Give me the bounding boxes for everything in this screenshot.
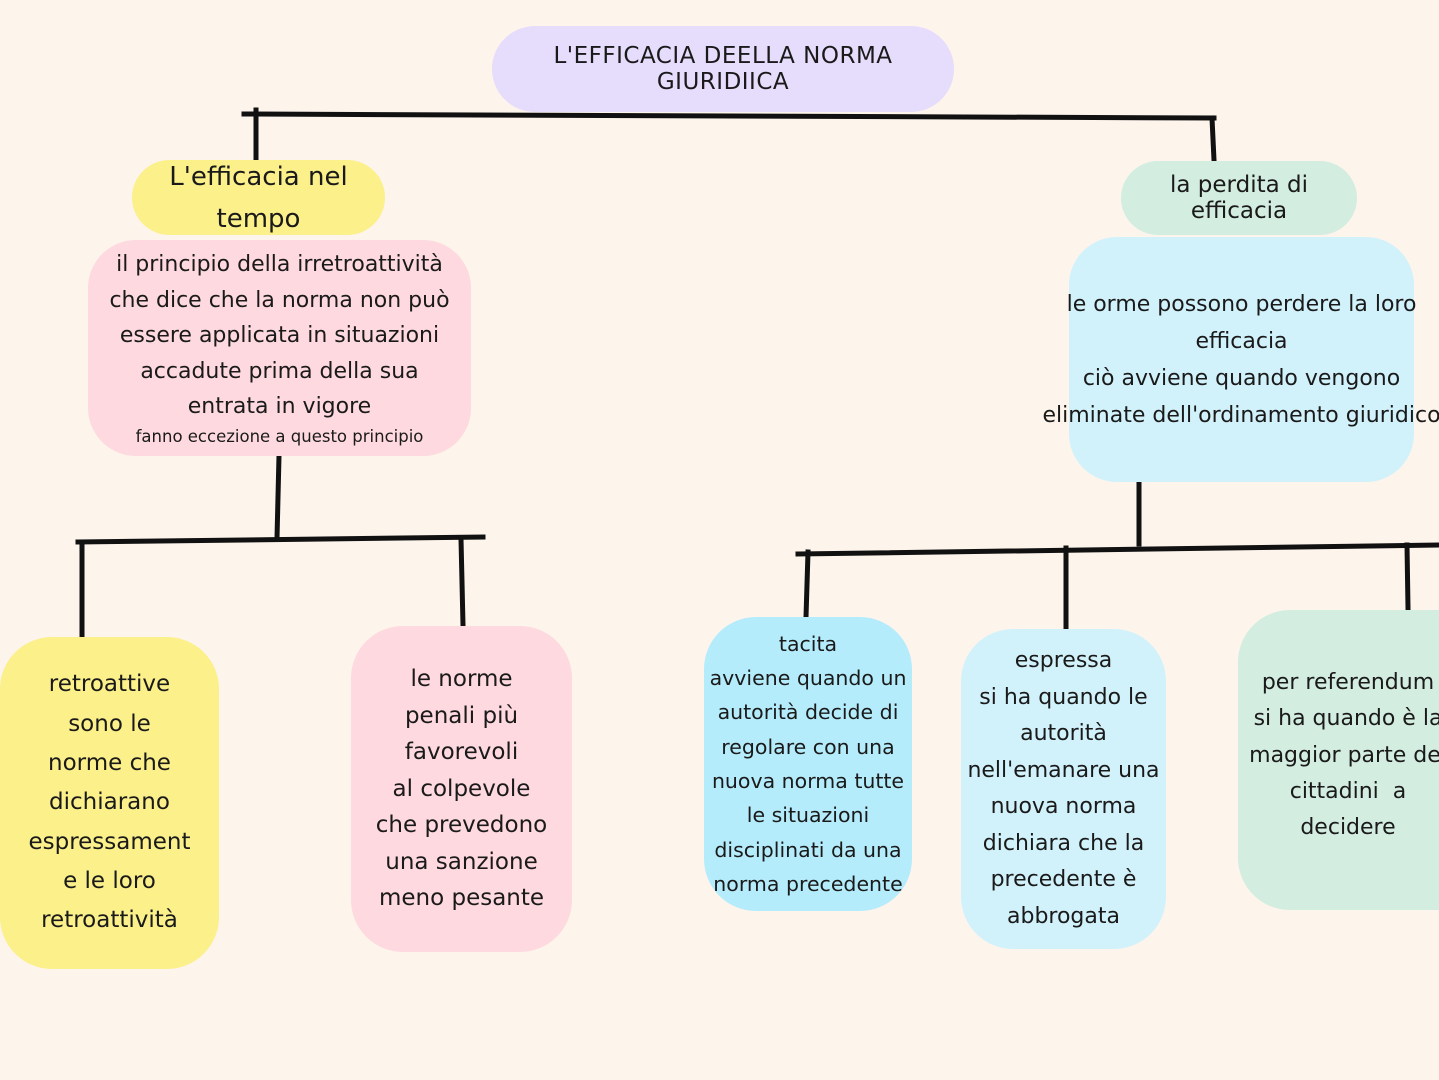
node-tacita-text: tacita avviene quando un autorità decide… [709, 631, 907, 896]
connector-to-referendum [1404, 542, 1411, 611]
node-perdita-descrizione: le orme possono perdere la loro efficaci… [1042, 237, 1439, 482]
node-tacita: tacita avviene quando un autorità decide… [704, 617, 912, 911]
node-perdita-descrizione-text: le orme possono perdere la loro efficaci… [1042, 291, 1439, 428]
connector-left-bar [75, 534, 486, 545]
node-retroattive: retroattive sono le norme che dichiarano… [0, 637, 219, 969]
node-irretroattivita: il principio della irretroattività che d… [88, 240, 471, 456]
node-norme-penali: le norme penali più favorevoli al colpev… [351, 626, 572, 952]
node-norme-penali-text: le norme penali più favorevoli al colpev… [375, 665, 548, 912]
node-retroattive-text: retroattive sono le norme che dichiarano… [28, 671, 191, 934]
connector-irretro-down [274, 453, 282, 541]
node-efficacia-nel-tempo: L'efficacia nel tempo [132, 160, 385, 235]
node-espressa: espressa si ha quando le autorità nell'e… [961, 629, 1166, 949]
connector-right-bar [795, 542, 1439, 557]
connector-top-bar [241, 111, 1217, 121]
node-perdita-di-efficacia-text: la perdita di efficacia [1170, 172, 1308, 224]
node-irretroattivita-text: il principio della irretroattività che d… [109, 252, 450, 420]
node-espressa-text: espressa si ha quando le autorità nell'e… [967, 648, 1160, 929]
connector-to-penali [458, 536, 466, 628]
connector-to-loss [1209, 115, 1217, 163]
diagram-title-text: L'EFFICACIA DEELLA NORMA GIURIDIICA [553, 43, 893, 95]
node-perdita-di-efficacia: la perdita di efficacia [1121, 161, 1357, 235]
node-efficacia-nel-tempo-text: L'efficacia nel tempo [169, 161, 348, 234]
diagram-title: L'EFFICACIA DEELLA NORMA GIURIDIICA [492, 26, 954, 112]
node-referendum-text: per referendum si ha quando è la maggior… [1249, 670, 1439, 841]
connector-to-tacita [803, 549, 811, 620]
node-irretroattivita-exception: fanno eccezione a questo principio [135, 426, 424, 446]
node-referendum: per referendum si ha quando è la maggior… [1238, 610, 1439, 910]
